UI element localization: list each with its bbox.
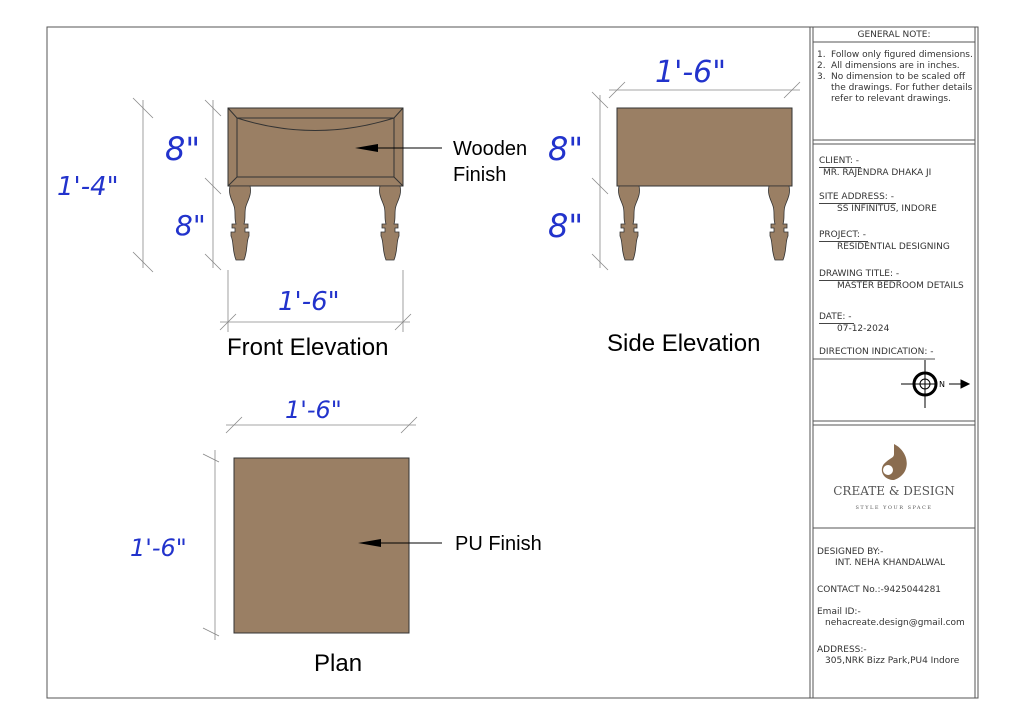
side-dim-width: 1'-6" — [655, 55, 726, 90]
date-value: 07-12-2024 — [837, 324, 890, 334]
sheet-border — [46, 26, 979, 699]
side-top-body — [616, 107, 793, 187]
plan-dim-depth: 1'-6" — [130, 534, 187, 562]
front-callout: Wooden — [453, 138, 527, 160]
email-label: Email ID:- — [817, 607, 861, 617]
plan-title: Plan — [314, 650, 362, 677]
note-text: All dimensions are in inches. — [831, 61, 960, 71]
front-leg-right — [379, 185, 401, 261]
side-elevation-title: Side Elevation — [607, 330, 760, 357]
front-callout-line2: Finish — [453, 164, 506, 186]
side-elevation: 1'-6" 8" 8" Side Elevation — [548, 55, 801, 357]
plan-top — [233, 457, 410, 634]
note-number: 2. — [817, 61, 826, 71]
designed-by-value: INT. NEHA KHANDALWAL — [835, 558, 945, 568]
front-elevation: 8" 8" 1'-4" 1'-6" Wooden Finish Front El… — [57, 97, 527, 361]
note-text: Follow only figured dimensions. — [831, 50, 973, 60]
front-dim-width: 1'-6" — [278, 287, 340, 317]
front-dim-total: 1'-4" — [57, 172, 119, 202]
side-dim-bottom: 8" — [548, 207, 583, 245]
logo-name: CREATE & DESIGN — [833, 484, 955, 498]
logo-icon — [881, 444, 907, 480]
side-leg-right — [768, 185, 790, 261]
designed-by-label: DESIGNED BY:- — [817, 547, 884, 557]
front-elevation-title: Front Elevation — [227, 334, 388, 361]
email-value: nehacreate.design@gmail.com — [825, 618, 965, 628]
direction-label: DIRECTION INDICATION: - — [819, 347, 934, 357]
address-value: 305,NRK Bizz Park,PU4 Indore — [825, 656, 960, 666]
contact: CONTACT No.:-9425044281 — [817, 585, 942, 595]
front-dim-top: 8" — [165, 130, 200, 168]
side-leg-left — [618, 185, 640, 261]
front-dim-bottom: 8" — [175, 209, 206, 242]
front-leg-left — [229, 185, 251, 261]
svg-text:N: N — [939, 380, 945, 389]
drawing-title-value: MASTER BEDROOM DETAILS — [837, 281, 964, 291]
address-label: ADDRESS:- — [817, 645, 867, 655]
side-dim-top: 8" — [548, 130, 583, 168]
client-label: CLIENT: - — [819, 156, 862, 168]
plan-callout: PU Finish — [455, 533, 542, 555]
note-number: 3. — [817, 72, 826, 82]
site-label: SITE ADDRESS: - — [819, 192, 896, 204]
general-notes: 1. Follow only figured dimensions. 2. All … — [817, 50, 973, 105]
plan-view: 1'-6" 1'-6" PU Finish Plan — [130, 396, 542, 677]
plan-dim-width: 1'-6" — [285, 396, 342, 424]
site-value: SS INFINITUS, INDORE — [837, 204, 937, 214]
north-compass-icon: N — [901, 360, 971, 408]
client-value: MR. RAJENDRA DHAKA JI — [823, 168, 932, 178]
project-label: PROJECT: - — [819, 230, 869, 242]
project-value: RESIDENTIAL DESIGNING — [837, 242, 950, 252]
drawing-title-label: DRAWING TITLE: - — [819, 269, 902, 281]
logo-tagline: STYLE YOUR SPACE — [855, 505, 933, 511]
note-number: 1. — [817, 50, 826, 60]
note-text: No dimension to be scaled off the drawin… — [831, 72, 973, 104]
date-label: DATE: - — [819, 312, 854, 324]
general-note-header: GENERAL NOTE: — [857, 30, 931, 40]
